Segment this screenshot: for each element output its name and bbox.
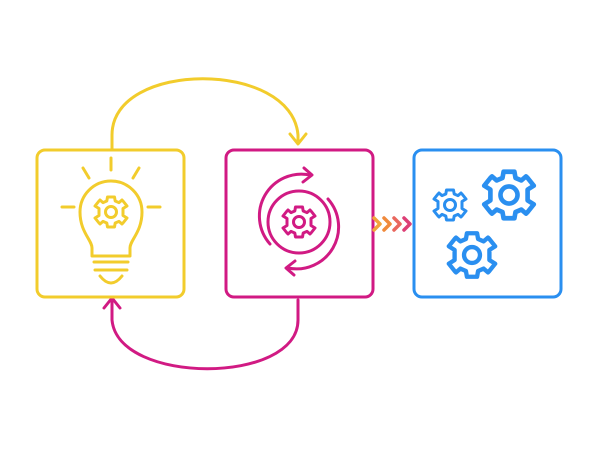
lightbulb-gear-icon [60,156,162,285]
chevron-right-icon [392,216,402,232]
connector-idea-to-process [110,77,308,152]
chevron-right-icon [382,216,392,232]
node-result [412,148,563,299]
chevron-right-icon [372,216,382,232]
refresh-gear-icon [257,166,341,277]
arrowhead-icon [288,132,308,146]
chevron-right-icon [402,216,412,232]
process-box [224,148,375,299]
connector-process-to-result [372,216,412,232]
node-process [224,148,375,299]
node-idea [35,148,186,299]
connector-process-to-idea [102,296,300,371]
result-box [412,148,563,299]
idea-box [35,148,186,299]
